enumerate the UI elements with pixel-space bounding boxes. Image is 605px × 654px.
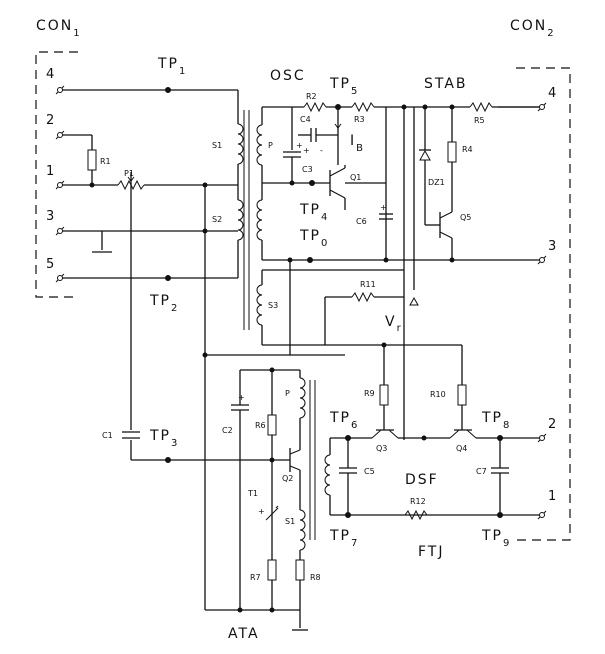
r12-label: R12	[410, 497, 426, 506]
con2-pin-3: 3	[548, 239, 556, 254]
c4-plus: +	[303, 146, 310, 155]
stab-label: STAB	[424, 76, 468, 92]
r4-label: R4	[462, 145, 473, 154]
con2-pin-4: 4	[548, 86, 556, 101]
con1-pin-5: 5	[46, 257, 54, 272]
r1-label: R1	[100, 157, 111, 166]
r8-label: R8	[310, 573, 321, 582]
ata-label: ATA	[228, 626, 260, 642]
c4-minus: -	[320, 146, 323, 155]
ftj-label: FTJ	[418, 544, 445, 560]
tp8-label: TP8	[481, 410, 511, 431]
r3-label: R3	[354, 115, 365, 124]
p-lower-label: P	[285, 389, 290, 398]
c6-label: C6	[356, 217, 367, 226]
vr-label: Vr	[385, 314, 403, 334]
con2-pin-1: 1	[548, 489, 556, 504]
con1-pin-2: 2	[46, 113, 54, 128]
ib-label: IB	[350, 133, 365, 154]
t1-plus: +	[258, 507, 265, 516]
con1-frame	[35, 51, 78, 298]
con1-pin-4: 4	[46, 67, 54, 82]
c2-plus: +	[238, 393, 245, 402]
tp4-label: TP4	[299, 202, 329, 223]
r10-label: R10	[430, 390, 446, 399]
q5-label: Q5	[460, 213, 471, 222]
c4-label: C4	[300, 115, 311, 124]
con2-terminals	[537, 102, 547, 520]
c6-plus: +	[380, 203, 387, 212]
con2-label: CON2	[510, 18, 556, 39]
q2-label: Q2	[282, 474, 293, 483]
con1-pin-3: 3	[46, 209, 54, 224]
tp2-label: TP2	[149, 293, 179, 314]
tp0-label: TP0	[299, 228, 329, 249]
c2-label: C2	[222, 426, 233, 435]
con1-pin-1: 1	[46, 164, 54, 179]
r2-label: R2	[306, 92, 317, 101]
s1-label: S1	[212, 141, 222, 150]
c3-label: C3	[302, 165, 313, 174]
c5-label: C5	[364, 467, 375, 476]
con2-frame	[516, 67, 571, 541]
p-top-label: P	[268, 141, 273, 150]
tp5-label: TP5	[329, 76, 359, 97]
tp6-label: TP6	[329, 410, 359, 431]
r5-label: R5	[474, 116, 485, 125]
c1-label: C1	[102, 431, 113, 440]
q3-label: Q3	[376, 444, 387, 453]
tp9-label: TP9	[481, 528, 511, 549]
r7-label: R7	[250, 573, 261, 582]
q4-label: Q4	[456, 444, 467, 453]
c3-plus: +	[296, 141, 303, 150]
con2-pin-2: 2	[548, 417, 556, 432]
p1-label: P1	[124, 169, 134, 178]
con1-terminals	[55, 85, 65, 283]
s3-label: S3	[268, 301, 278, 310]
q1-label: Q1	[350, 173, 361, 182]
tp1-label: TP1	[157, 56, 187, 77]
r9-label: R9	[364, 389, 375, 398]
dz1-label: DZ1	[428, 178, 445, 187]
tp3-label: TP3	[149, 428, 179, 449]
s1-lower-label: S1	[285, 517, 295, 526]
dsf-label: DSF	[405, 472, 439, 488]
c7-label: C7	[476, 467, 487, 476]
r6-label: R6	[255, 421, 266, 430]
s2-label: S2	[212, 215, 222, 224]
osc-label: OSC	[270, 68, 306, 84]
con1-label: CON1	[36, 18, 82, 39]
tp7-label: TP7	[329, 528, 359, 549]
t1-label: T1	[247, 489, 258, 498]
r11-label: R11	[360, 280, 376, 289]
